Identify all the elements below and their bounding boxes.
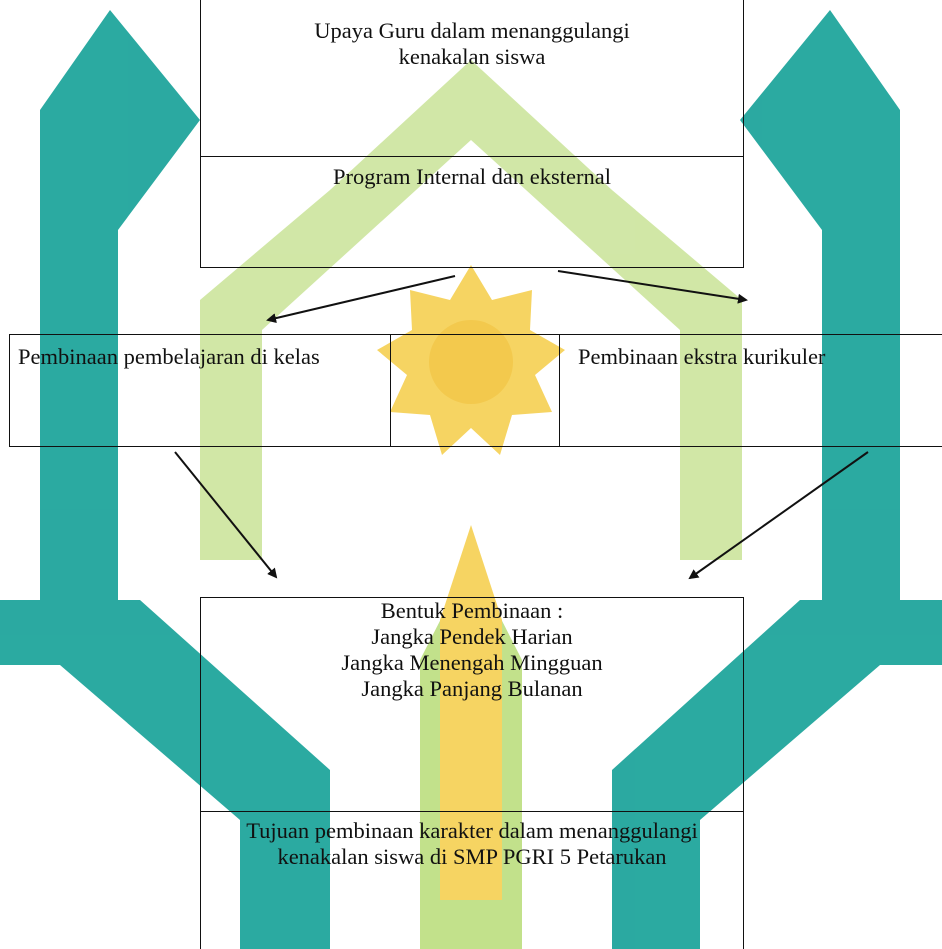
top-title-cell: Upaya Guru dalam menanggulangi kenakalan… <box>201 0 743 157</box>
bottom-item-2: Jangka Menengah Mingguan <box>341 650 603 675</box>
watermark-teal-arch-right <box>740 10 900 610</box>
watermark-teal-band <box>0 600 330 949</box>
middle-left-cell: Pembinaan pembelajaran di kelas <box>10 335 390 446</box>
bottom-goal-cell: Tujuan pembinaan karakter dalam menanggu… <box>201 812 743 949</box>
top-subtitle-cell: Program Internal dan eksternal <box>201 157 743 267</box>
watermark-teal-arch <box>40 10 200 610</box>
middle-left-text: Pembinaan pembelajaran di kelas <box>18 344 320 369</box>
bottom-item-3: Jangka Panjang Bulanan <box>361 676 583 701</box>
watermark-yellow-nib <box>440 525 502 900</box>
middle-row: Pembinaan pembelajaran di kelas Pembinaa… <box>9 334 942 447</box>
bottom-heading: Bentuk Pembinaan : <box>380 598 564 623</box>
bottom-box: Bentuk Pembinaan : Jangka Pendek Harian … <box>200 597 744 949</box>
middle-center-cell <box>390 335 560 446</box>
bottom-goal: Tujuan pembinaan karakter dalam menanggu… <box>246 818 698 869</box>
top-title: Upaya Guru dalam menanggulangi kenakalan… <box>314 18 630 69</box>
middle-right-text: Pembinaan ekstra kurikuler <box>578 344 826 369</box>
bottom-forms-cell: Bentuk Pembinaan : Jangka Pendek Harian … <box>201 598 743 812</box>
watermark-green-dome <box>200 60 742 560</box>
watermark-yellow-circle <box>429 320 513 404</box>
middle-right-cell: Pembinaan ekstra kurikuler <box>560 335 942 446</box>
top-subtitle: Program Internal dan eksternal <box>332 164 612 189</box>
bottom-item-1: Jangka Pendek Harian <box>371 624 573 649</box>
top-box: Upaya Guru dalam menanggulangi kenakalan… <box>200 0 744 268</box>
watermark-teal-band-right <box>612 600 942 949</box>
